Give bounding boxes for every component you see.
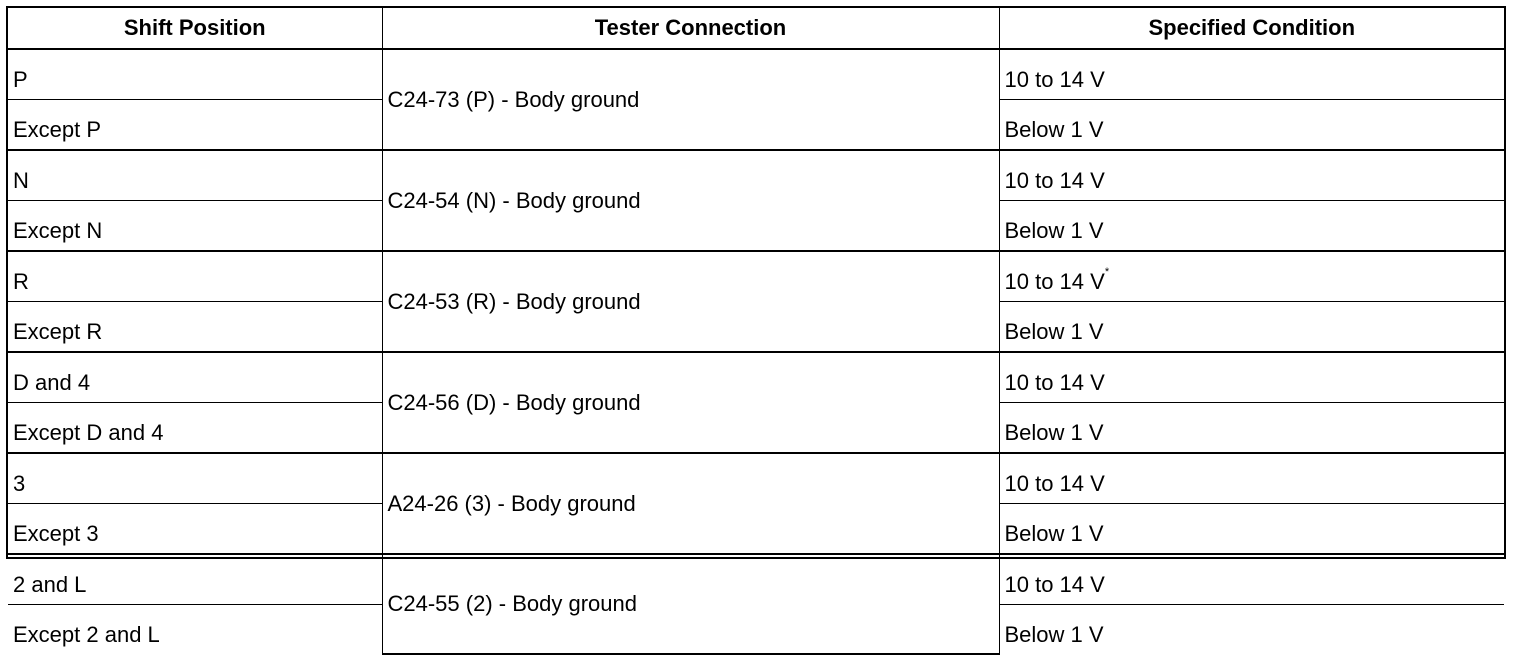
cell-specified-condition: Below 1 V	[998, 604, 1504, 654]
condition-value: 10 to 14 V	[1004, 572, 1105, 597]
cell-specified-condition: 10 to 14 V	[998, 149, 1504, 201]
condition-value: Below 1 V	[1004, 218, 1104, 243]
cell-shift-position: D and 4	[8, 351, 383, 403]
cell-specified-condition: 10 to 14 V	[998, 452, 1504, 504]
header-tester-connection: Tester Connection	[381, 8, 1000, 50]
condition-value: Below 1 V	[1004, 319, 1104, 344]
cell-specified-condition: Below 1 V	[998, 503, 1504, 555]
cell-specified-condition: Below 1 V	[998, 301, 1504, 353]
cell-specified-condition: 10 to 14 V	[998, 48, 1504, 100]
cell-shift-position: R	[8, 250, 383, 302]
condition-value: Below 1 V	[1004, 420, 1104, 445]
cell-shift-position: 2 and L	[8, 553, 383, 605]
cell-specified-condition: 10 to 14 V*	[998, 250, 1504, 302]
cell-tester-connection: C24-73 (P) - Body ground	[381, 48, 1000, 151]
condition-value: Below 1 V	[1004, 622, 1104, 647]
header-shift-position: Shift Position	[8, 8, 383, 50]
table-row: Except N Below 1 V	[8, 200, 1504, 252]
cell-tester-connection: C24-56 (D) - Body ground	[381, 351, 1000, 454]
condition-value: Below 1 V	[1004, 117, 1104, 142]
spec-table: Shift Position Tester Connection Specifi…	[8, 8, 1504, 655]
header-specified-condition: Specified Condition	[998, 8, 1504, 50]
condition-value: 10 to 14 V	[1004, 67, 1105, 92]
condition-value: 10 to 14 V	[1004, 269, 1105, 294]
spec-table-frame: Shift Position Tester Connection Specifi…	[6, 6, 1506, 655]
cell-specified-condition: Below 1 V	[998, 99, 1504, 151]
cell-tester-connection: A24-26 (3) - Body ground	[381, 452, 1000, 555]
condition-value: Below 1 V	[1004, 521, 1104, 546]
cell-tester-connection: C24-54 (N) - Body ground	[381, 149, 1000, 252]
cell-shift-position: P	[8, 48, 383, 100]
table-header-row: Shift Position Tester Connection Specifi…	[8, 8, 1504, 50]
cell-specified-condition: Below 1 V	[998, 402, 1504, 454]
footnote-marker: *	[1104, 266, 1110, 278]
table-row: Except R Below 1 V	[8, 301, 1504, 353]
cell-shift-position: 3	[8, 452, 383, 504]
cell-shift-position: Except D and 4	[8, 402, 383, 454]
cell-specified-condition: Below 1 V	[998, 200, 1504, 252]
cell-shift-position: Except R	[8, 301, 383, 353]
table-row: Except 3 Below 1 V	[8, 503, 1504, 555]
cell-shift-position: Except P	[8, 99, 383, 151]
condition-value: 10 to 14 V	[1004, 168, 1105, 193]
cell-shift-position: Except 3	[8, 503, 383, 555]
cell-shift-position: Except 2 and L	[8, 604, 383, 654]
cell-shift-position: N	[8, 149, 383, 201]
table-row: Except D and 4 Below 1 V	[8, 402, 1504, 454]
cell-tester-connection: C24-55 (2) - Body ground	[381, 553, 1000, 655]
cell-tester-connection: C24-53 (R) - Body ground	[381, 250, 1000, 353]
cell-shift-position: Except N	[8, 200, 383, 252]
condition-value: 10 to 14 V	[1004, 370, 1105, 395]
cell-specified-condition: 10 to 14 V	[998, 553, 1504, 605]
condition-value: 10 to 14 V	[1004, 471, 1105, 496]
table-row: Except P Below 1 V	[8, 99, 1504, 151]
cell-specified-condition: 10 to 14 V	[998, 351, 1504, 403]
